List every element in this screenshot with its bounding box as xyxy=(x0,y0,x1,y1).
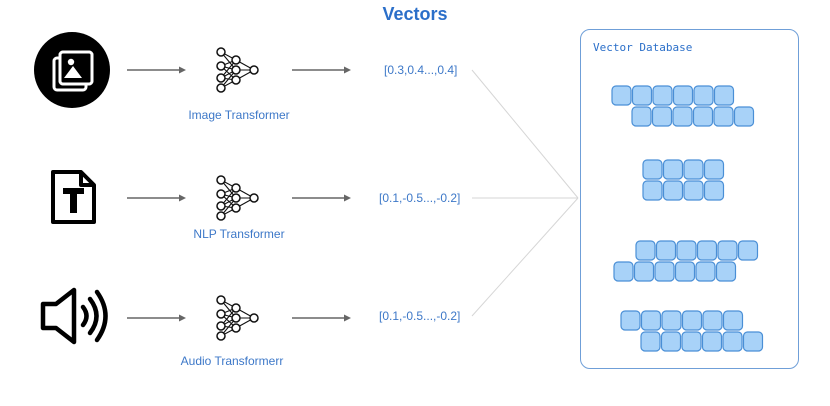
vector-cell xyxy=(651,106,673,127)
vector-cell xyxy=(676,240,697,261)
model-label-audio: Audio Transformerr xyxy=(180,354,284,368)
vector-text-audio: [0.1,-0.5...,-0.2] xyxy=(379,309,461,323)
vector-cell xyxy=(702,310,723,331)
vector-database-container xyxy=(580,29,799,369)
vector-cell xyxy=(611,85,632,106)
vector-cell xyxy=(662,159,684,180)
vector-cell xyxy=(713,85,735,106)
vector-cell xyxy=(742,331,764,352)
speaker-audio-icon xyxy=(40,287,108,345)
neural-network-icon xyxy=(216,47,259,93)
vector-cell xyxy=(683,180,704,201)
vector-cell xyxy=(681,310,703,331)
model-label-image: Image Transformer xyxy=(188,108,290,122)
vector-cell xyxy=(713,106,734,127)
vector-cell xyxy=(642,159,663,180)
arrow-icon-to-model-2 xyxy=(127,194,186,202)
arrow-model-to-vector-3 xyxy=(292,314,351,322)
vector-cell xyxy=(652,85,673,106)
vector-cell xyxy=(631,85,653,106)
arrow-icon-to-model-3 xyxy=(127,314,186,322)
vector-cell xyxy=(681,331,702,352)
vector-cell xyxy=(695,261,716,282)
vector-cells xyxy=(611,85,764,352)
vector-cell xyxy=(654,261,675,282)
vector-cell xyxy=(661,310,682,331)
vector-database-label: Vector Database xyxy=(593,41,693,54)
vector-cell xyxy=(620,310,641,331)
vector-cell xyxy=(662,180,684,201)
vector-cell xyxy=(733,106,755,127)
neural-network-icon xyxy=(216,295,259,341)
vector-cell xyxy=(640,310,662,331)
flow-arrows xyxy=(127,66,351,322)
vector-cell xyxy=(737,240,759,261)
vector-cell xyxy=(613,261,634,282)
vector-cell xyxy=(655,240,677,261)
vector-cell xyxy=(631,106,652,127)
vector-cell xyxy=(693,85,714,106)
diagram-title: Vectors xyxy=(382,4,448,24)
vector-cell xyxy=(642,180,663,201)
vector-cell xyxy=(635,240,656,261)
vector-cell xyxy=(717,240,738,261)
vector-cell xyxy=(703,180,725,201)
vector-cell xyxy=(640,331,661,352)
connector-line-image xyxy=(471,69,579,199)
vector-cell xyxy=(722,331,743,352)
connector-line-audio xyxy=(471,197,579,317)
vector-cell xyxy=(683,159,704,180)
vector-cell xyxy=(672,85,694,106)
vector-cell xyxy=(703,159,725,180)
connector-lines xyxy=(471,69,579,317)
vector-cell xyxy=(722,310,744,331)
vector-text-nlp: [0.1,-0.5...,-0.2] xyxy=(379,191,461,205)
vector-cell xyxy=(674,261,696,282)
vector-text-image: [0.3,0.4...,0.4] xyxy=(384,63,458,77)
vector-cell xyxy=(696,240,718,261)
neural-network-icon xyxy=(216,175,259,221)
vector-cell xyxy=(672,106,693,127)
arrow-icon-to-model-1 xyxy=(127,66,186,74)
vector-cell xyxy=(633,261,655,282)
vector-cell xyxy=(692,106,714,127)
vector-cell xyxy=(660,331,682,352)
model-label-nlp: NLP Transformer xyxy=(193,227,285,241)
vector-cell xyxy=(715,261,737,282)
text-document-icon xyxy=(51,170,96,224)
image-stack-icon xyxy=(34,32,110,108)
vector-cell xyxy=(701,331,723,352)
arrow-model-to-vector-1 xyxy=(292,66,351,74)
arrow-model-to-vector-2 xyxy=(292,194,351,202)
